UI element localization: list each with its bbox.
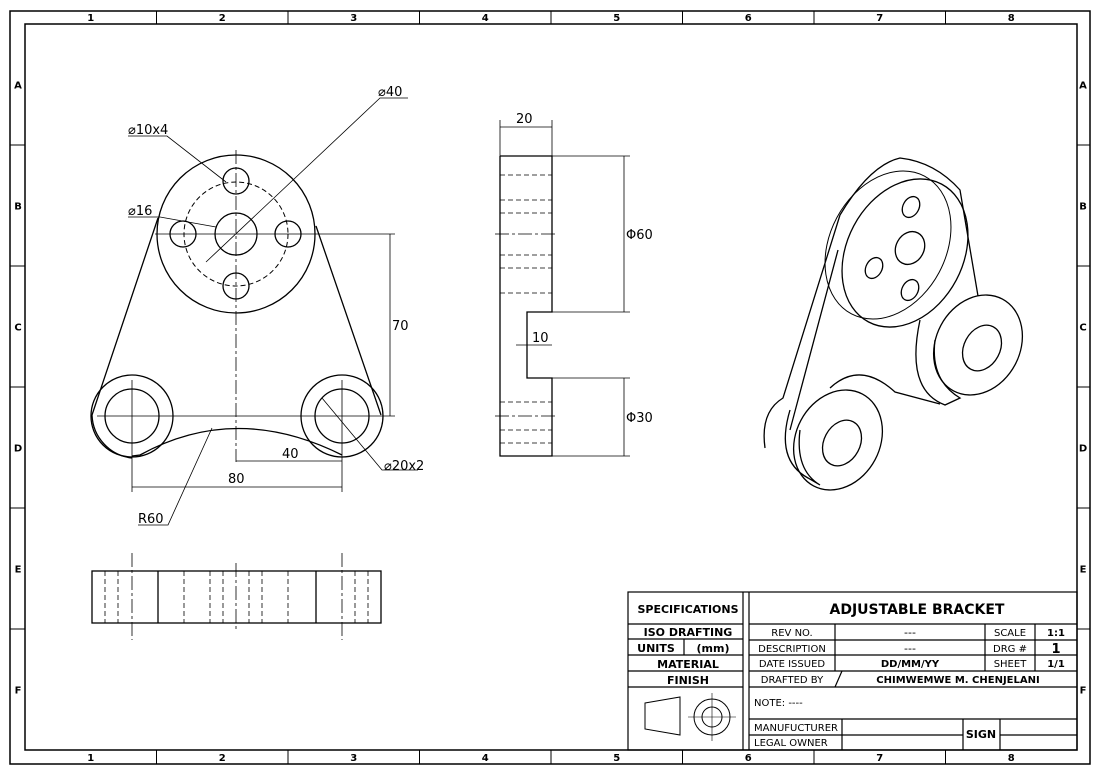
grid-col-label-bottom: 1 — [87, 753, 94, 764]
bracket-outline — [91, 217, 382, 459]
grid-col-label-top: 6 — [745, 13, 752, 24]
grid-col-label-bottom: 6 — [745, 753, 752, 764]
tb-rev-no-value: --- — [904, 626, 916, 639]
dim-center-hole: ⌀16 — [128, 204, 152, 219]
tb-date-label: DATE ISSUED — [759, 659, 825, 670]
grid-col-label-bottom: 3 — [350, 753, 357, 764]
grid-col-label-top: 3 — [350, 13, 357, 24]
tb-legal-owner-label: LEGAL OWNER — [754, 738, 828, 749]
grid-row-label-right: A — [1079, 81, 1087, 92]
isometric-view — [763, 157, 1024, 491]
grid-row-label-left: E — [15, 565, 22, 576]
dim-step-10: 10 — [532, 331, 549, 346]
grid-col-label-bottom: 7 — [876, 753, 883, 764]
side-view-dimensions — [495, 120, 630, 457]
top-view-outline — [91, 570, 382, 624]
grid-col-label-bottom: 4 — [482, 753, 489, 764]
iso-top-boss-back — [824, 170, 952, 320]
tb-title: ADJUSTABLE BRACKET — [830, 602, 1005, 618]
grid-col-label-top: 1 — [87, 13, 94, 24]
grid-row-label-right: C — [1079, 323, 1086, 334]
side-view — [499, 155, 553, 457]
dim-thickness-20: 20 — [516, 112, 533, 127]
grid-row-label-right: F — [1080, 686, 1087, 697]
title-block — [627, 591, 1078, 751]
tb-drg-value: 1 — [1051, 642, 1060, 657]
dim-foot-holes: ⌀20x2 — [384, 459, 424, 474]
iso-hole-2 — [864, 256, 884, 280]
grid-row-label-right: D — [1079, 444, 1087, 455]
dim-half-span-40: 40 — [282, 447, 299, 462]
iso-right-foot — [932, 294, 1024, 396]
top-view-hidden-lines — [104, 571, 369, 623]
top-view — [91, 570, 382, 624]
iso-left-foot — [792, 389, 884, 491]
tb-drg-label: DRG # — [993, 644, 1027, 655]
tb-sign-label: SIGN — [966, 728, 996, 741]
iso-top-boss — [841, 178, 969, 328]
dim-lower-dia: Φ30 — [626, 411, 653, 426]
tb-scale-label: SCALE — [994, 628, 1026, 639]
tb-drafted-label: DRAFTED BY — [761, 675, 824, 686]
side-view-hidden-lines — [500, 174, 552, 444]
tb-material: MATERIAL — [657, 658, 719, 671]
dim-radius-r60: R60 — [138, 512, 164, 527]
tb-manufacturer-label: MANUFUCTURER — [754, 723, 838, 734]
iso-hole-1 — [901, 195, 921, 219]
top-view-centerlines — [131, 553, 343, 640]
grid-col-label-bottom: 8 — [1008, 753, 1015, 764]
grid-row-label-left: C — [14, 323, 21, 334]
tb-iso-drafting: ISO DRAFTING — [644, 626, 733, 639]
outer-border — [9, 10, 1091, 765]
tb-units-value: (mm) — [697, 642, 730, 655]
tb-description-value: --- — [904, 642, 916, 655]
front-view-dimensions — [97, 97, 418, 526]
grid-col-label-top: 4 — [482, 13, 489, 24]
dim-bolt-circle: ⌀40 — [378, 85, 402, 100]
dim-upper-dia: Φ60 — [626, 228, 653, 243]
iso-left-foot-hole — [821, 419, 863, 467]
grid-col-label-bottom: 2 — [219, 753, 226, 764]
grid-row-label-left: B — [14, 202, 22, 213]
tb-specifications: SPECIFICATIONS — [637, 603, 738, 616]
tb-drafted-value: CHIMWEMWE M. CHENJELANI — [876, 675, 1039, 686]
grid-col-label-top: 8 — [1008, 13, 1015, 24]
tb-scale-value: 1:1 — [1047, 628, 1065, 639]
grid-row-label-right: E — [1080, 565, 1087, 576]
tb-finish: FINISH — [667, 674, 709, 687]
tb-date-value: DD/MM/YY — [881, 659, 940, 670]
iso-center-hole — [894, 230, 926, 266]
grid-col-label-top: 5 — [613, 13, 620, 24]
side-view-outline — [499, 155, 553, 457]
tb-note: NOTE: ---- — [754, 698, 803, 709]
tb-sheet-value: 1/1 — [1047, 659, 1065, 670]
grid-col-label-top: 2 — [219, 13, 226, 24]
dim-small-holes: ⌀10x4 — [128, 123, 168, 138]
inner-border — [24, 23, 1078, 751]
grid-row-label-left: F — [15, 686, 22, 697]
grid-row-label-right: B — [1079, 202, 1087, 213]
tb-rev-no-label: REV NO. — [771, 628, 812, 639]
iso-right-foot-hole — [961, 324, 1003, 372]
grid-col-label-bottom: 5 — [613, 753, 620, 764]
front-view — [90, 154, 384, 459]
tb-description-label: DESCRIPTION — [758, 644, 826, 655]
dim-span-80: 80 — [228, 472, 245, 487]
dim-height-70: 70 — [392, 319, 409, 334]
projection-symbol-cone — [644, 696, 681, 736]
grid-row-label-left: D — [14, 444, 22, 455]
iso-hole-3 — [900, 278, 920, 302]
tb-units-label: UNITS — [637, 642, 675, 655]
grid-col-label-top: 7 — [876, 13, 883, 24]
grid-row-label-left: A — [14, 81, 22, 92]
tb-sheet-label: SHEET — [994, 659, 1028, 670]
